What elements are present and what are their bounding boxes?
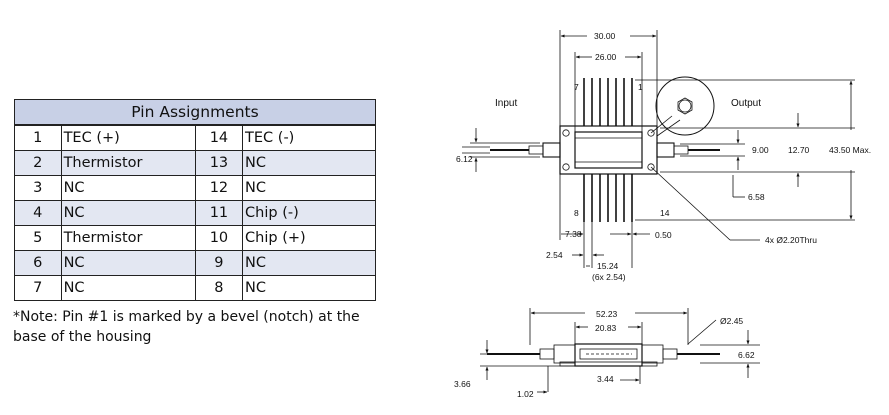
dim-text: 7.38 [565, 229, 582, 239]
pin-assignments-table: Pin Assignments 1 TEC (+) 14 TEC (-) 2 T… [14, 99, 376, 301]
footnote: *Note: Pin #1 is marked by a bevel (notc… [13, 309, 360, 345]
top-view [462, 30, 855, 268]
pin-number: 2 [14, 150, 62, 176]
table-row: 1 TEC (+) 14 TEC (-) [14, 124, 376, 151]
dim-text: 52.23 [596, 309, 618, 319]
input-fiber [462, 142, 561, 158]
dim-text: 3.44 [597, 374, 614, 384]
table-title: Pin Assignments [14, 99, 376, 126]
pin-number: 3 [14, 175, 62, 201]
fiber-spool [655, 76, 715, 136]
dim-text: 4x Ø2.20Thru [765, 235, 817, 245]
pin-number: 10 [194, 225, 244, 251]
pin-function: Thermistor [60, 150, 196, 176]
bottom-pins [583, 174, 633, 222]
dim-text: 9.00 [752, 145, 769, 155]
table-row: 4 NC 11 Chip (-) [14, 200, 376, 226]
input-label: Input [495, 98, 517, 109]
housing-body [574, 131, 643, 169]
dim-text: 30.00 [594, 31, 616, 41]
dim-text: 2.54 [546, 250, 563, 260]
pin-number: 6 [14, 250, 62, 276]
output-label: Output [731, 98, 761, 109]
dim-text: 20.83 [595, 323, 617, 333]
pin-function: NC [242, 150, 376, 176]
dim-text: 26.00 [595, 52, 617, 62]
mount-hole [562, 129, 570, 137]
pin-number: 14 [194, 124, 244, 151]
mount-hole [647, 163, 655, 171]
pin-number: 5 [14, 225, 62, 251]
dim-text: 0.50 [655, 230, 672, 240]
dim-text: 6.58 [748, 192, 765, 202]
dim-text: 15.24 [597, 261, 619, 271]
pin-number: 8 [194, 275, 244, 301]
pin-function: NC [242, 250, 376, 276]
dim-text: 6.62 [738, 350, 755, 360]
table-row: 2 Thermistor 13 NC [14, 150, 376, 176]
pin-label: 7 [574, 82, 579, 92]
table-row: 7 NC 8 NC [14, 275, 376, 301]
dim-text: 3.66 [454, 379, 471, 389]
pin-function: NC [60, 250, 196, 276]
table-row: 3 NC 12 NC [14, 175, 376, 201]
dim-text: 6.12 [456, 154, 473, 164]
pin-function: TEC (+) [60, 124, 196, 151]
pin-function: NC [242, 275, 376, 301]
table-row: 5 Thermistor 10 Chip (+) [14, 225, 376, 251]
pin-function: Chip (-) [242, 200, 376, 226]
output-fiber [656, 142, 720, 158]
dim-text: (6x 2.54) [592, 272, 626, 282]
pin-function: NC [60, 275, 196, 301]
dim-text: Ø2.45 [720, 316, 743, 326]
table-row: 6 NC 9 NC [14, 250, 376, 276]
dim-text: 1.02 [517, 389, 534, 399]
pin-label: 1 [638, 82, 643, 92]
pin-number: 9 [194, 250, 244, 276]
mount-hole [647, 129, 655, 137]
side-view [480, 308, 760, 394]
pin-function: Chip (+) [242, 225, 376, 251]
mount-hole [562, 163, 570, 171]
pin-function: NC [60, 175, 196, 201]
dim-text: 43.50 Max. [829, 145, 871, 155]
top-pins [583, 78, 633, 126]
dim-text: 12.70 [788, 145, 810, 155]
pin-label: 8 [574, 208, 579, 218]
pin-number: 4 [14, 200, 62, 226]
pin-number: 13 [194, 150, 244, 176]
side-housing [574, 343, 643, 367]
pin-label: 14 [660, 208, 670, 218]
